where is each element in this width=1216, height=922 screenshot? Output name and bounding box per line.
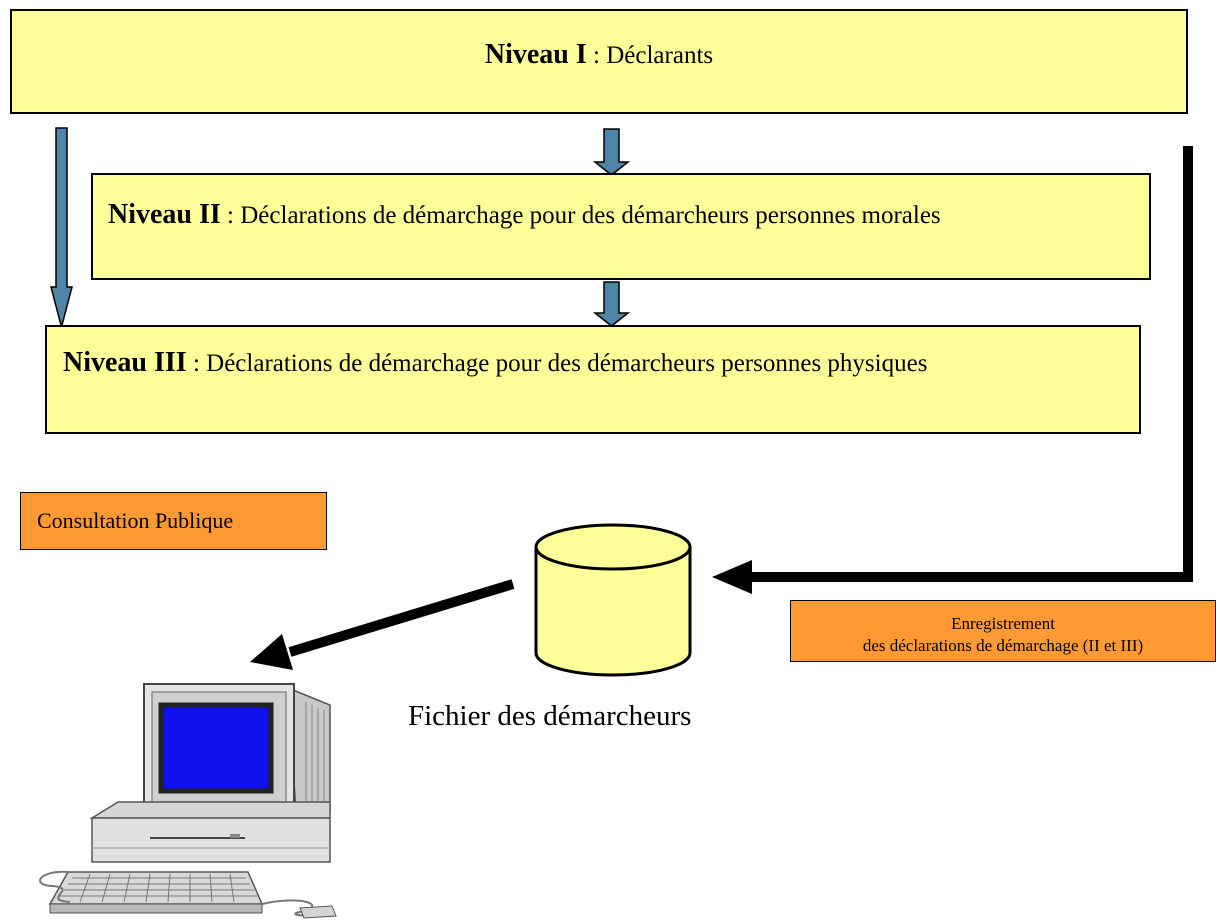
level-1-text: Déclarants — [606, 42, 714, 69]
registration-line-2: des déclarations de démarchage (II et II… — [862, 636, 1144, 655]
level-3-name: Niveau III — [63, 347, 187, 378]
level-2-separator: : — [220, 202, 241, 229]
database-cylinder-icon — [534, 523, 692, 677]
arrow-registration-to-file — [712, 146, 1193, 594]
arrow-level2-to-level3 — [592, 281, 631, 327]
consultation-publique-label: Consultation Publique — [20, 492, 327, 550]
level-1-name: Niveau I — [484, 39, 587, 70]
monitor-screen — [158, 702, 274, 794]
level-3-separator: : — [186, 350, 207, 377]
desktop-computer-icon — [39, 683, 337, 919]
arrow-file-to-computer — [250, 579, 515, 670]
level-3-box: Niveau III : Déclarations de démarchage … — [45, 325, 1141, 434]
level-3-label: Niveau III : Déclarations de démarchage … — [63, 347, 927, 379]
level-1-separator: : — [586, 42, 607, 69]
arrow-level1-to-level2 — [592, 128, 631, 176]
file-label: Fichier des démarcheurs — [408, 700, 692, 732]
level-2-box: Niveau II : Déclarations de démarchage p… — [91, 173, 1151, 280]
level-2-label: Niveau II : Déclarations de démarchage p… — [108, 199, 941, 231]
arrow-level1-to-level3 — [50, 127, 73, 330]
level-1-box: Niveau I : Déclarants — [10, 9, 1188, 114]
registration-line-1: Enregistrement — [951, 614, 1055, 633]
level-3-text: Déclarations de démarchage pour des déma… — [206, 350, 928, 377]
level-2-text: Déclarations de démarchage pour des déma… — [240, 202, 941, 229]
level-1-label: Niveau I : Déclarants — [12, 39, 1186, 71]
consultation-text: Consultation Publique — [37, 508, 234, 533]
registration-label: Enregistrement des déclarations de démar… — [790, 600, 1216, 662]
level-2-name: Niveau II — [108, 199, 221, 230]
